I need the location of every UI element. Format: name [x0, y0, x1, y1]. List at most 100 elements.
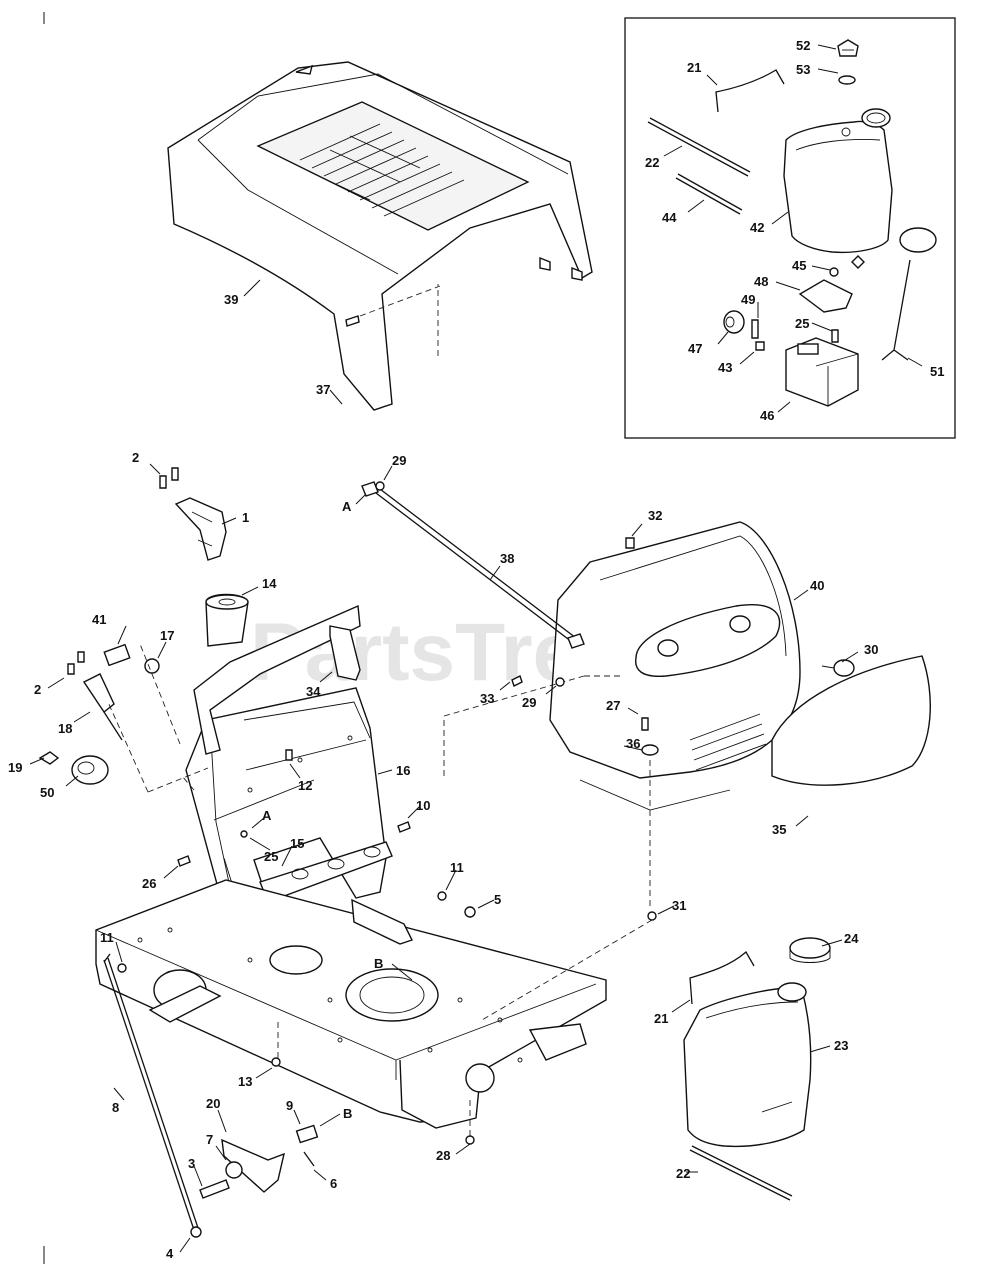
screw-10 — [397, 821, 411, 833]
callout-19: 19 — [8, 760, 22, 775]
callout-16: 16 — [396, 763, 410, 778]
nut-11-right — [437, 891, 447, 901]
bracket-20 — [221, 1138, 285, 1193]
bumper-screw-30 — [821, 659, 855, 677]
clip-32 — [625, 537, 635, 549]
cap-seal-53 — [838, 75, 856, 85]
dash-upper-shell — [193, 604, 361, 755]
callout-11-right: 11 — [450, 860, 464, 875]
callout-1: 1 — [242, 510, 249, 525]
bracket-34 — [329, 625, 361, 681]
callout-38: 38 — [500, 551, 514, 566]
callout-15: 15 — [290, 836, 304, 851]
grille-40 — [549, 521, 801, 811]
callout-53: 53 — [796, 62, 810, 77]
nut-31 — [647, 911, 657, 921]
callout-32: 32 — [648, 508, 662, 523]
fuel-cap-24 — [789, 937, 831, 963]
screw-27 — [641, 717, 649, 731]
washer-7 — [225, 1161, 243, 1179]
dipstick-51 — [881, 227, 937, 361]
nut-4 — [190, 1226, 202, 1238]
callout-7: 7 — [206, 1132, 213, 1147]
nut-25-mid — [240, 830, 248, 838]
callout-8: 8 — [112, 1100, 119, 1115]
rod-38-end-b — [567, 633, 585, 649]
tower-bracket — [351, 898, 413, 945]
callout-11-left: 11 — [100, 930, 114, 945]
callout-21: 21 — [654, 1011, 668, 1026]
strap-22 — [689, 1145, 793, 1201]
callout-9: 9 — [286, 1098, 293, 1113]
callout-A-top: A — [342, 499, 352, 514]
screw-2-top — [159, 475, 167, 489]
callout-37: 37 — [316, 382, 330, 397]
callout-22-inset: 22 — [645, 155, 659, 170]
clip-12 — [285, 749, 293, 761]
callout-50: 50 — [40, 785, 54, 800]
callout-40: 40 — [810, 578, 824, 593]
callout-29-top: 29 — [392, 453, 406, 468]
callout-22: 22 — [676, 1166, 690, 1181]
callout-45: 45 — [792, 258, 806, 273]
callout-41: 41 — [92, 612, 106, 627]
rod-38 — [371, 485, 577, 643]
callout-39: 39 — [224, 292, 238, 307]
nut-13 — [271, 1057, 281, 1067]
fuel-line-21 — [689, 950, 755, 1005]
frame — [95, 879, 607, 1129]
fuel-tank-42 — [783, 108, 893, 254]
strap-22-inset — [647, 117, 751, 177]
callout-3: 3 — [188, 1156, 195, 1171]
nut-29-top — [375, 481, 385, 491]
callout-33: 33 — [480, 691, 494, 706]
screw-2-top-b — [171, 467, 179, 481]
grille-dash-line — [443, 675, 653, 1021]
callout-2-left: 2 — [34, 682, 41, 697]
callout-42: 42 — [750, 220, 764, 235]
hood-39 — [167, 61, 593, 411]
screw-37 — [345, 315, 360, 327]
rod-8-hook — [103, 953, 111, 963]
nut-28 — [465, 1135, 475, 1145]
callout-5: 5 — [494, 892, 501, 907]
plate-15-holes — [291, 846, 381, 880]
callout-27: 27 — [606, 698, 620, 713]
callout-30: 30 — [864, 642, 878, 657]
screw-2-left — [67, 663, 75, 675]
nut-29-mid — [555, 677, 565, 687]
callout-2-top: 2 — [132, 450, 139, 465]
rod-8 — [103, 957, 199, 1231]
screw-25-inset — [831, 329, 839, 343]
battery-box-46 — [785, 337, 859, 407]
callout-13: 13 — [238, 1074, 252, 1089]
callout-10: 10 — [416, 798, 430, 813]
ignition-switch-50 — [71, 755, 109, 785]
callout-28: 28 — [436, 1148, 450, 1163]
callout-B-frame: B — [374, 956, 383, 971]
callout-24: 24 — [844, 931, 859, 946]
guide-dash-left — [107, 643, 209, 793]
callout-34: 34 — [306, 684, 321, 699]
switch-41 — [103, 643, 131, 667]
callout-23: 23 — [834, 1038, 848, 1053]
nut-11-left — [117, 963, 127, 973]
nut-45 — [829, 267, 839, 277]
callout-48: 48 — [754, 274, 768, 289]
grommet-17 — [144, 658, 160, 674]
screw-2-left-b — [77, 651, 85, 663]
callout-52: 52 — [796, 38, 810, 53]
callout-25-mid: 25 — [264, 849, 278, 864]
fuel-cap-52 — [837, 39, 859, 57]
callout-29-mid: 29 — [522, 695, 536, 710]
clip-49 — [751, 319, 759, 339]
callout-25-inset: 25 — [795, 316, 809, 331]
callout-6: 6 — [330, 1176, 337, 1191]
bolt-3 — [199, 1179, 230, 1199]
lever-18-rod — [103, 711, 123, 741]
callout-47: 47 — [688, 341, 702, 356]
inset-frame — [624, 17, 956, 439]
callout-18: 18 — [58, 721, 72, 736]
nut-5 — [464, 906, 476, 918]
frame-dash-line — [277, 1018, 471, 1136]
